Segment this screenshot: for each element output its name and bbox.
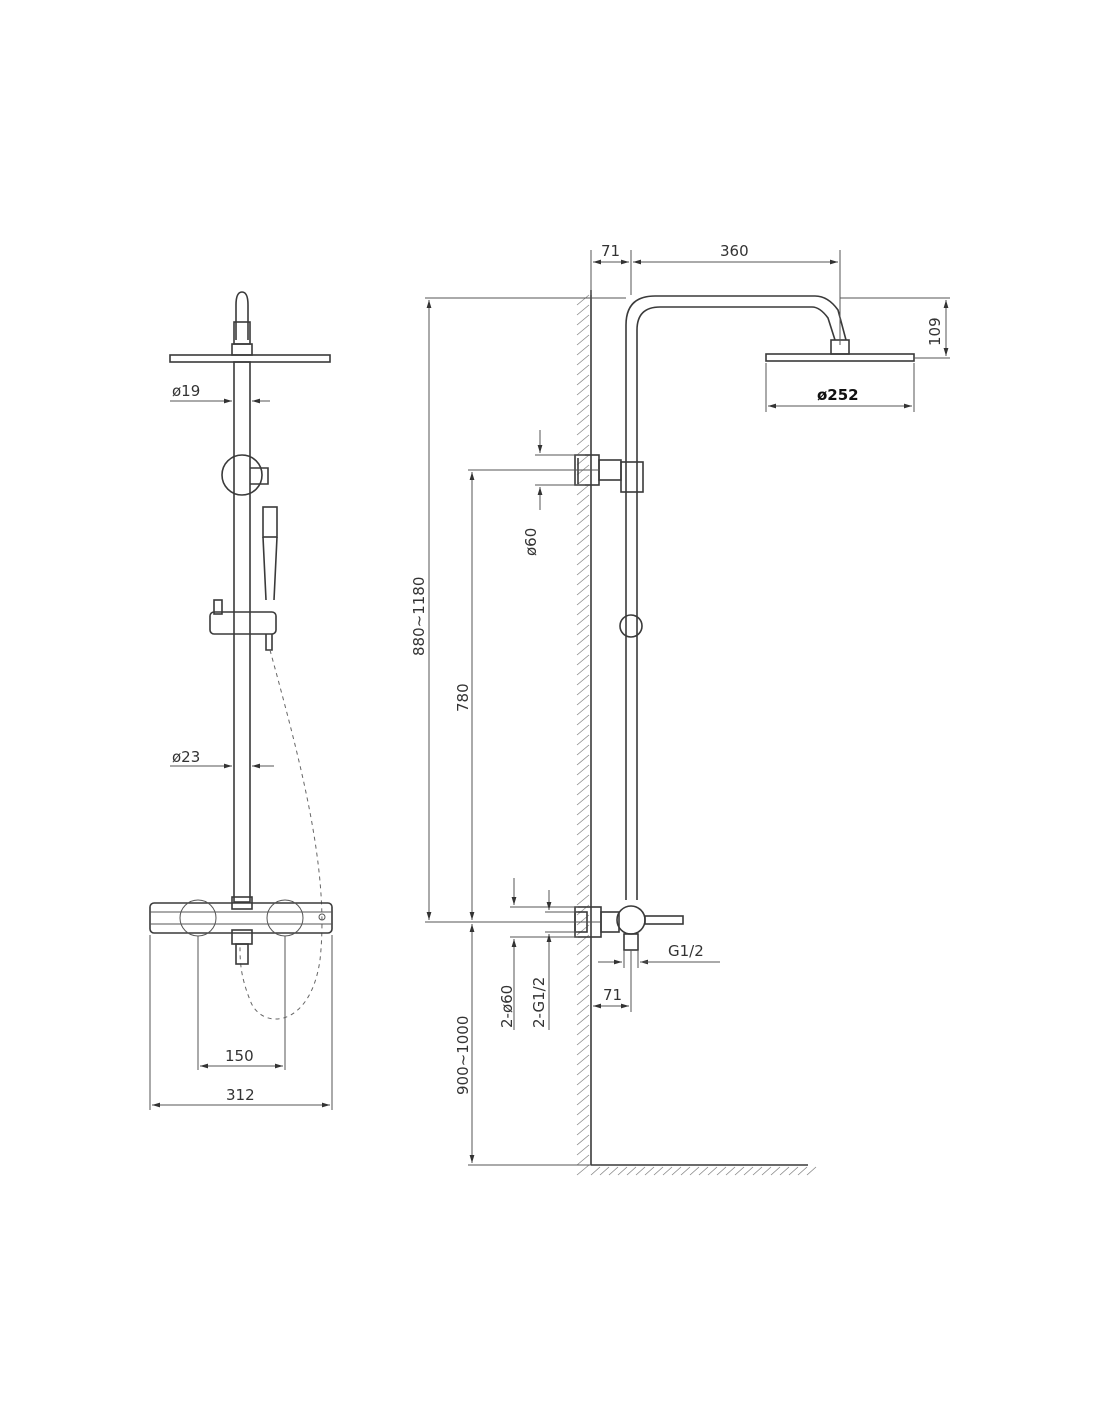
- wall-hatch: [576, 294, 590, 1176]
- riser-arm-outer: [625, 295, 847, 900]
- dim-d60: ø60: [522, 528, 540, 556]
- mixer-left-handle: [179, 899, 217, 937]
- dim-312: 312: [226, 1086, 255, 1104]
- dim-71-bottom: 71: [603, 986, 622, 1004]
- mixer-outlet-side: [623, 933, 639, 951]
- floor-hatch: [590, 1166, 817, 1176]
- dim-360: 360: [720, 242, 749, 260]
- bracket-clamp: [620, 461, 644, 493]
- dim-880-1180: 880~1180: [410, 577, 428, 656]
- hand-shower-handle: [262, 536, 278, 601]
- dim-d23: ø23: [172, 748, 200, 766]
- mixer-outlet-nipple: [235, 943, 249, 965]
- front-rod: [233, 361, 251, 903]
- rain-head-front: [169, 354, 331, 363]
- mixer-body-side: [616, 905, 646, 935]
- dim-g12: G1/2: [668, 942, 704, 960]
- bracket-arm: [598, 459, 622, 481]
- dim-780: 780: [454, 683, 472, 712]
- bracket-circle: [221, 454, 263, 496]
- mixer-handle-side: [644, 915, 684, 925]
- slide-knob: [213, 599, 223, 615]
- top-arm: [235, 291, 249, 340]
- mixer-top-connector: [231, 896, 253, 910]
- mixer-body: [149, 902, 333, 934]
- dim-900-1000: 900~1000: [454, 1016, 472, 1095]
- dim-2-d60: 2-ø60: [498, 985, 516, 1028]
- dim-2-g12: 2-G1/2: [530, 977, 548, 1028]
- dim-150: 150: [225, 1047, 254, 1065]
- mixer-right-handle: [266, 899, 304, 937]
- bracket-knob: [250, 467, 269, 485]
- mixer-outlet: [231, 929, 253, 945]
- hose: [239, 649, 323, 1020]
- side-view: 71 360 109 ø252 ø60 880~1180 780 900~100…: [410, 242, 950, 1176]
- hose-connector: [265, 634, 273, 651]
- rain-head-side: [765, 353, 915, 362]
- dim-109: 109: [926, 317, 944, 346]
- front-view: ø19 ø23 150 312: [149, 291, 333, 1110]
- slide-holder: [209, 611, 277, 635]
- dim-71-top: 71: [601, 242, 620, 260]
- slide-knob-side: [619, 614, 643, 638]
- hand-shower-head: [262, 506, 278, 538]
- head-nut: [231, 343, 253, 356]
- dim-d252: ø252: [817, 386, 859, 404]
- riser-arm-inner: [636, 306, 836, 900]
- dim-d19: ø19: [172, 382, 200, 400]
- mixer-eccentric: [600, 911, 620, 933]
